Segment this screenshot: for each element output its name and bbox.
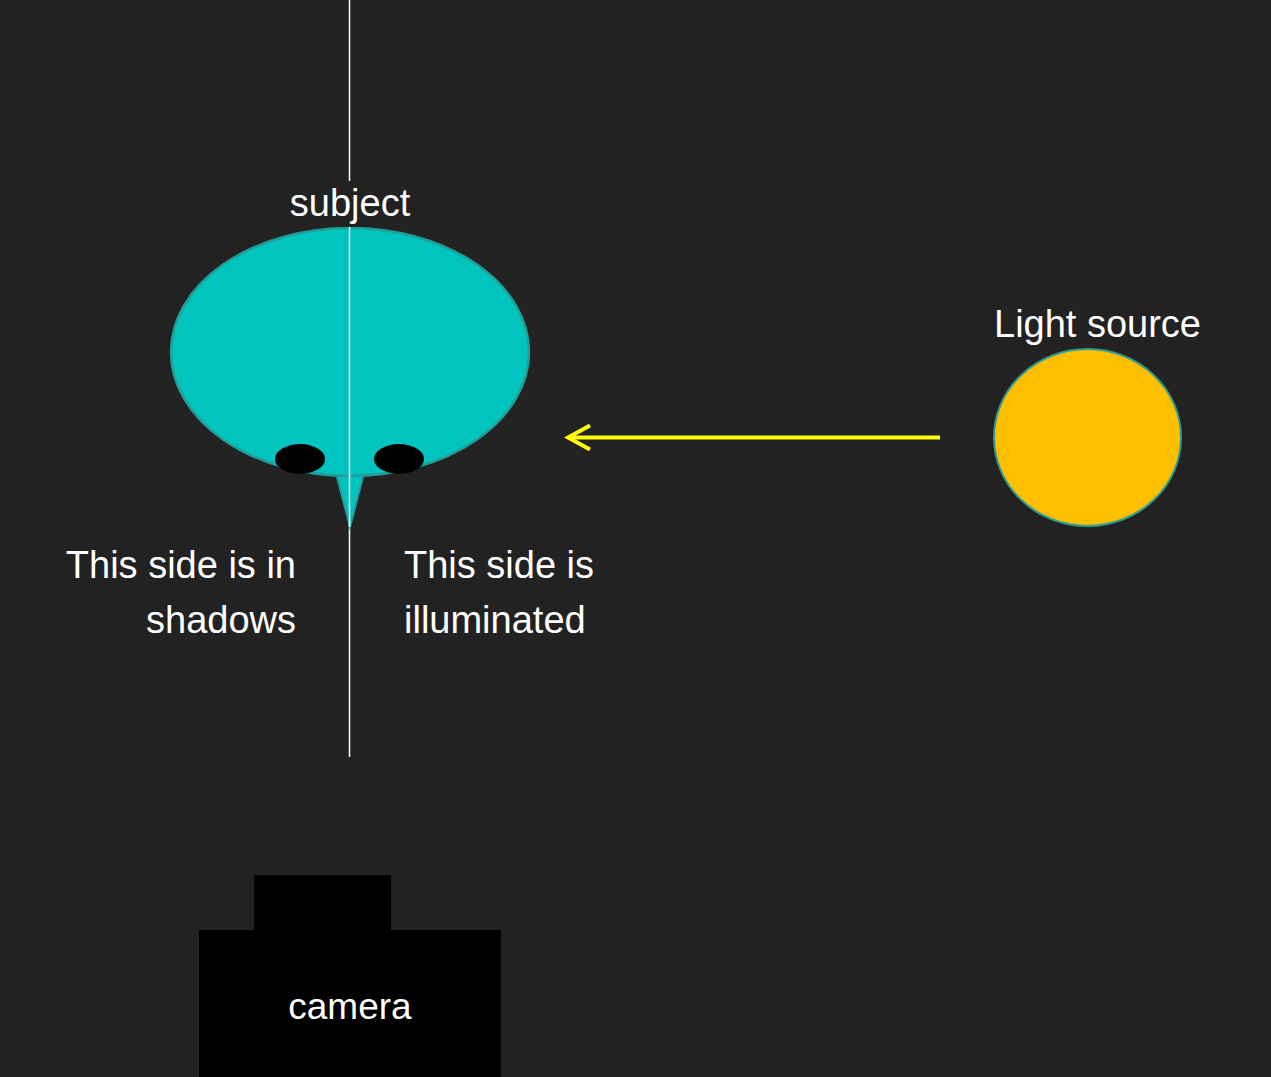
camera-shape: camera (199, 875, 501, 1077)
side-note: This side is in shadows (56, 538, 296, 648)
divider-line (349, 0, 351, 757)
node-heading: subject (286, 181, 414, 227)
shape-outline (199, 875, 501, 1077)
eye (374, 444, 424, 474)
shape-outline (993, 348, 1182, 527)
light-circle (994, 349, 1181, 526)
eye (275, 444, 325, 474)
node-label: camera (199, 985, 501, 1029)
divider-line (349, 227, 351, 527)
shape-outline (170, 227, 530, 477)
camera-body (199, 875, 501, 1077)
side-note: This side is illuminated (404, 538, 654, 648)
node-heading: Light source (990, 302, 1205, 348)
light-source-circle: Light source (993, 348, 1182, 527)
light-ray-arrow (568, 436, 940, 440)
subject-shape: subject (170, 227, 530, 477)
